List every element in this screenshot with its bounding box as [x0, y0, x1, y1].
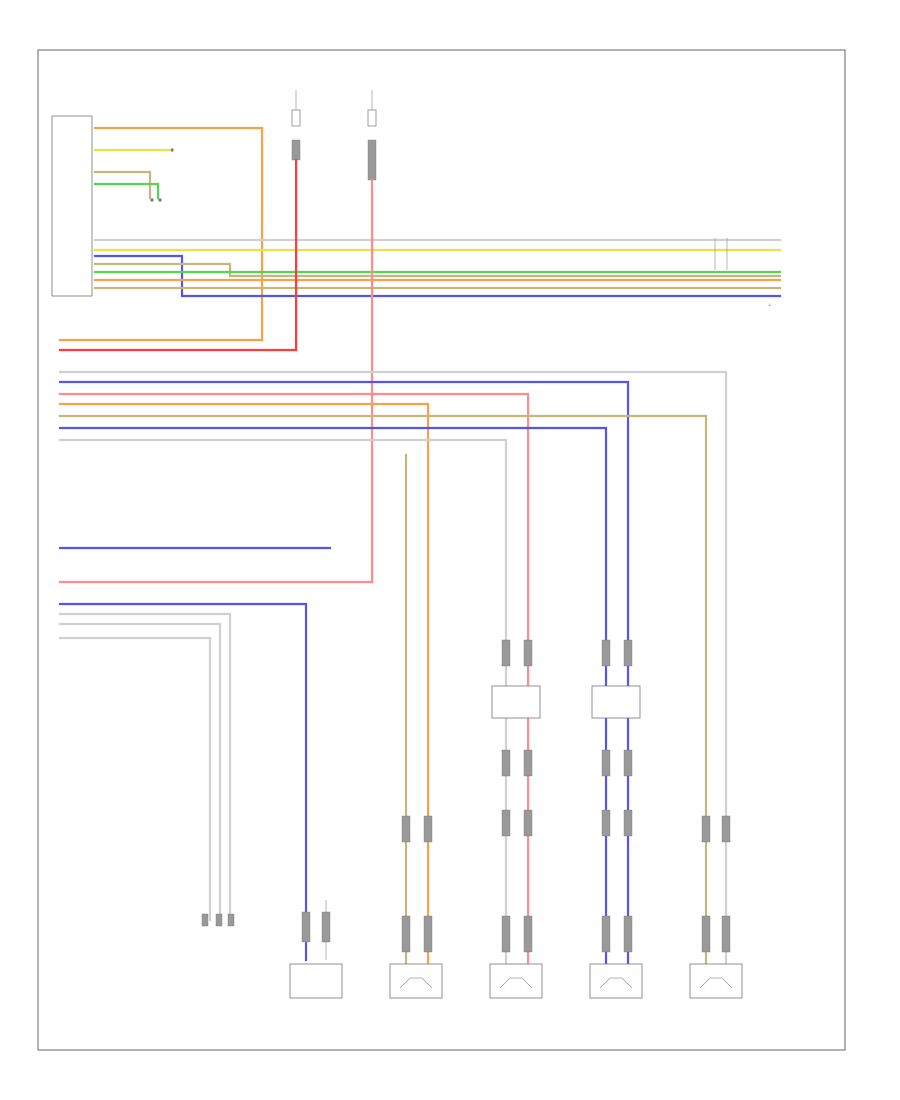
right-front-speaker: [689, 963, 743, 999]
speaker-icon: [599, 977, 633, 989]
power-feed-right: [367, 90, 377, 181]
connector-icon: [501, 639, 511, 667]
connector-icon: [367, 139, 377, 181]
connector-icon: [601, 915, 611, 953]
connector-icon: [623, 639, 633, 667]
connector-icon: [623, 749, 633, 777]
connector-icon: [623, 809, 633, 837]
connector-icon: [215, 913, 223, 927]
connector-icon: [227, 913, 235, 927]
connector-icon: [501, 809, 511, 837]
connector-icon: [523, 749, 533, 777]
crossover-left: [491, 639, 541, 837]
connector-icon: [523, 639, 533, 667]
connector-icon: [701, 915, 711, 953]
connector-icon: [523, 809, 533, 837]
crossover-right: [591, 639, 641, 837]
connector-icon: [321, 911, 331, 943]
connector-icon: [721, 815, 731, 843]
connector-icon: [601, 809, 611, 837]
subwoofer: [289, 963, 343, 999]
left-rear-speaker: [389, 963, 443, 999]
module-wires: ⏚: [58, 126, 782, 342]
connector-icon: [423, 915, 433, 953]
connector-icon: [501, 749, 511, 777]
connector-icon: [501, 915, 511, 953]
connector-icon: [601, 749, 611, 777]
diagram-frame: [37, 49, 846, 1051]
ground-icon: ⏚: [768, 302, 771, 307]
fuse-icon: [291, 109, 301, 127]
connector-icon: [423, 815, 433, 843]
speaker-icon: [399, 977, 433, 989]
connector-icon: [721, 915, 731, 953]
connector-icon: [523, 915, 533, 953]
connector-icon: [301, 911, 311, 943]
connector-icon: [401, 815, 411, 843]
speaker-connectors: [201, 815, 731, 953]
connector-icon: [201, 913, 209, 927]
connector-icon: [701, 815, 711, 843]
connector-icon: [601, 639, 611, 667]
fuse-icon: [367, 109, 377, 127]
power-feed-left: [291, 90, 301, 161]
speaker-icon: [699, 977, 733, 989]
speaker-icon: [499, 977, 533, 989]
speaker-harness: [58, 370, 728, 972]
power-wire-right: [58, 178, 374, 584]
power-wire-left: [58, 158, 298, 352]
connector-icon: [623, 915, 633, 953]
connector-icon: [401, 915, 411, 953]
right-rear-speaker: [589, 963, 643, 999]
module-box: [51, 115, 174, 297]
left-front-speaker: [489, 963, 543, 999]
front-speaker-wires: [58, 546, 332, 962]
connector-icon: [291, 139, 301, 161]
